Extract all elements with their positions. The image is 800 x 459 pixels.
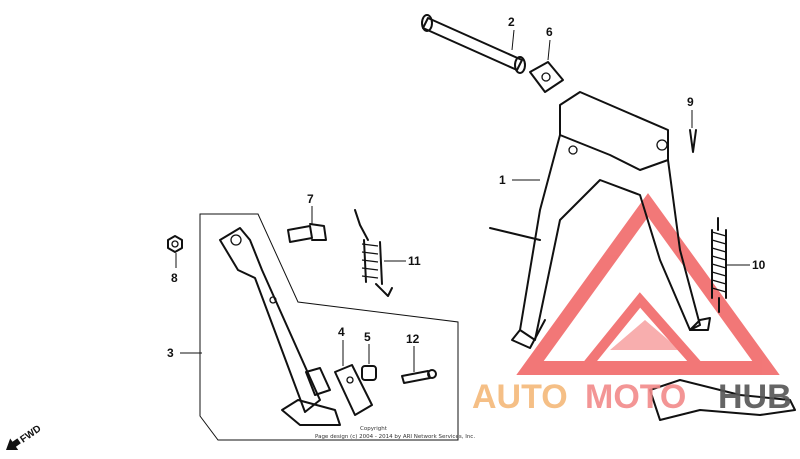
forward-arrow-icon [6, 438, 21, 450]
main-stand [489, 91, 796, 421]
callout-3: 3 [167, 346, 202, 360]
watermark-text: AUTO MOTO HUB [472, 378, 792, 416]
callout-6: 6 [546, 25, 553, 61]
copyright-notice: Copyright Page design (c) 2004 - 2014 by… [315, 426, 475, 440]
svg-text:Page design (c) 2004 - 2014 by: Page design (c) 2004 - 2014 by ARI Netwo… [315, 434, 475, 440]
svg-text:11: 11 [408, 254, 421, 268]
callout-8: 8 [171, 253, 178, 285]
svg-text:9: 9 [687, 95, 694, 109]
stand-spring-small [354, 209, 393, 297]
cotter-pin [689, 129, 697, 153]
svg-text:8: 8 [171, 271, 178, 285]
stand-bracket [334, 364, 373, 416]
svg-text:7: 7 [307, 192, 314, 206]
svg-text:1: 1 [499, 173, 506, 187]
collar-plate [529, 61, 564, 93]
callout-2: 2 [508, 15, 515, 51]
svg-text:3: 3 [167, 346, 174, 360]
callout-10: 10 [727, 258, 766, 272]
side-stand [219, 227, 341, 426]
pivot-bolt [287, 223, 327, 243]
nut [167, 235, 183, 253]
callout-12: 12 [406, 332, 420, 372]
svg-text:MOTO: MOTO [585, 378, 686, 416]
pivot-shaft [421, 14, 526, 74]
callout-11: 11 [384, 254, 421, 268]
sidestand-group-frame [199, 213, 459, 441]
bolt [401, 369, 437, 384]
callout-1: 1 [499, 173, 540, 187]
watermark-logo [516, 193, 780, 375]
svg-text:6: 6 [546, 25, 553, 39]
collar [361, 365, 377, 381]
svg-text:FWD: FWD [18, 423, 43, 445]
svg-text:Copyright: Copyright [360, 426, 388, 432]
forward-direction-indicator: FWD [6, 423, 43, 450]
svg-text:5: 5 [364, 330, 371, 344]
callout-4: 4 [338, 325, 345, 366]
callout-5: 5 [364, 330, 371, 364]
svg-text:12: 12 [406, 332, 420, 346]
callout-7: 7 [307, 192, 314, 224]
svg-text:2: 2 [508, 15, 515, 29]
svg-text:10: 10 [752, 258, 766, 272]
svg-text:4: 4 [338, 325, 345, 339]
svg-text:HUB: HUB [718, 378, 792, 416]
callout-9: 9 [687, 95, 694, 128]
svg-text:AUTO: AUTO [472, 378, 568, 416]
stand-spring-large [711, 217, 727, 313]
